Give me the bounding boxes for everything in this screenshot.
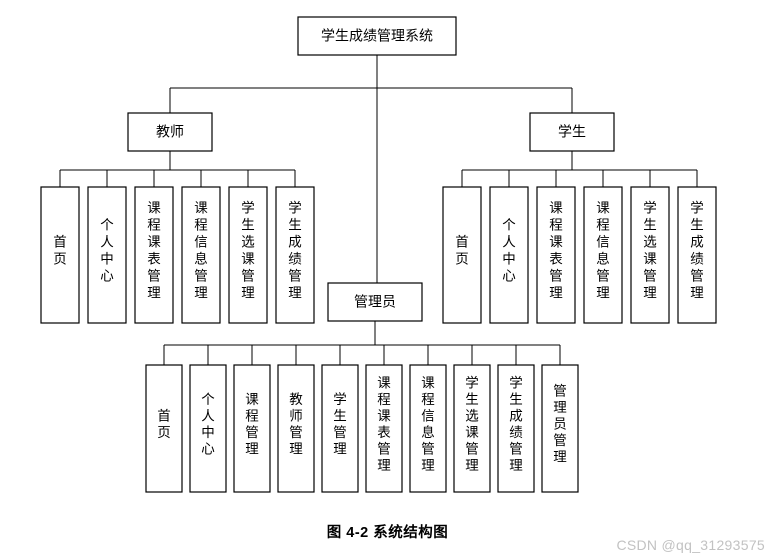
teacher-leaf-5[interactable] bbox=[228, 186, 268, 324]
admin-leaf-4[interactable] bbox=[277, 364, 315, 493]
diagram-canvas: 学生成绩管理系统教师学生管理员首页个人中心课程课表管理课程信息管理学生选课管理学… bbox=[40, 16, 717, 493]
student-leaf-label-6: 学生成绩管理 bbox=[690, 201, 704, 301]
node-student-label: 学生 bbox=[558, 124, 586, 140]
admin-leaf-9[interactable] bbox=[497, 364, 535, 493]
student-leaf-label-5: 学生选课管理 bbox=[643, 201, 657, 301]
node-root-label: 学生成绩管理系统 bbox=[321, 28, 433, 44]
student-leaf-label-1: 首页 bbox=[455, 235, 469, 267]
node-admin[interactable] bbox=[327, 282, 423, 322]
admin-leaf-label-3: 课程管理 bbox=[245, 392, 259, 457]
node-admin-label: 管理员 bbox=[354, 294, 396, 310]
admin-leaf-label-4: 教师管理 bbox=[289, 392, 303, 457]
teacher-leaf-label-2: 个人中心 bbox=[100, 218, 114, 284]
admin-leaf-label-2: 个人中心 bbox=[201, 392, 215, 457]
student-leaf-label-4: 课程信息管理 bbox=[596, 201, 610, 301]
teacher-leaf-label-3: 课程课表管理 bbox=[147, 201, 161, 301]
student-leaf-4[interactable] bbox=[583, 186, 623, 324]
admin-leaf-8[interactable] bbox=[453, 364, 491, 493]
teacher-leaf-label-6: 学生成绩管理 bbox=[288, 201, 302, 301]
student-leaf-label-3: 课程课表管理 bbox=[549, 201, 563, 301]
student-leaf-1[interactable] bbox=[442, 186, 482, 324]
node-student[interactable] bbox=[529, 112, 615, 152]
admin-leaf-label-9: 学生成绩管理 bbox=[509, 375, 523, 473]
admin-leaf-3[interactable] bbox=[233, 364, 271, 493]
teacher-leaf-2[interactable] bbox=[87, 186, 127, 324]
admin-leaf-label-1: 首页 bbox=[157, 408, 171, 440]
admin-leaf-1[interactable] bbox=[145, 364, 183, 493]
student-leaf-6[interactable] bbox=[677, 186, 717, 324]
figure-caption: 图 4-2 系统结构图 bbox=[326, 525, 449, 541]
admin-leaf-5[interactable] bbox=[321, 364, 359, 493]
admin-leaf-label-6: 课程课表管理 bbox=[377, 375, 391, 473]
admin-leaf-label-8: 学生选课管理 bbox=[465, 375, 479, 473]
admin-leaf-6[interactable] bbox=[365, 364, 403, 493]
admin-leaf-label-10: 管理员管理 bbox=[553, 384, 567, 465]
node-teacher-label: 教师 bbox=[156, 124, 184, 140]
teacher-leaf-3[interactable] bbox=[134, 186, 174, 324]
teacher-leaf-6[interactable] bbox=[275, 186, 315, 324]
csdn-watermark: CSDN @qq_31293575 bbox=[616, 537, 765, 553]
student-leaf-5[interactable] bbox=[630, 186, 670, 324]
teacher-leaf-4[interactable] bbox=[181, 186, 221, 324]
admin-leaf-10[interactable] bbox=[541, 364, 579, 493]
teacher-leaf-1[interactable] bbox=[40, 186, 80, 324]
admin-leaf-2[interactable] bbox=[189, 364, 227, 493]
admin-leaf-label-7: 课程信息管理 bbox=[421, 375, 435, 473]
node-root[interactable] bbox=[297, 16, 457, 56]
admin-leaf-7[interactable] bbox=[409, 364, 447, 493]
student-leaf-3[interactable] bbox=[536, 186, 576, 324]
teacher-leaf-label-4: 课程信息管理 bbox=[194, 201, 208, 301]
student-leaf-label-2: 个人中心 bbox=[502, 218, 516, 284]
teacher-leaf-label-1: 首页 bbox=[53, 235, 67, 267]
admin-leaf-label-5: 学生管理 bbox=[333, 392, 347, 457]
teacher-leaf-label-5: 学生选课管理 bbox=[241, 201, 255, 301]
student-leaf-2[interactable] bbox=[489, 186, 529, 324]
